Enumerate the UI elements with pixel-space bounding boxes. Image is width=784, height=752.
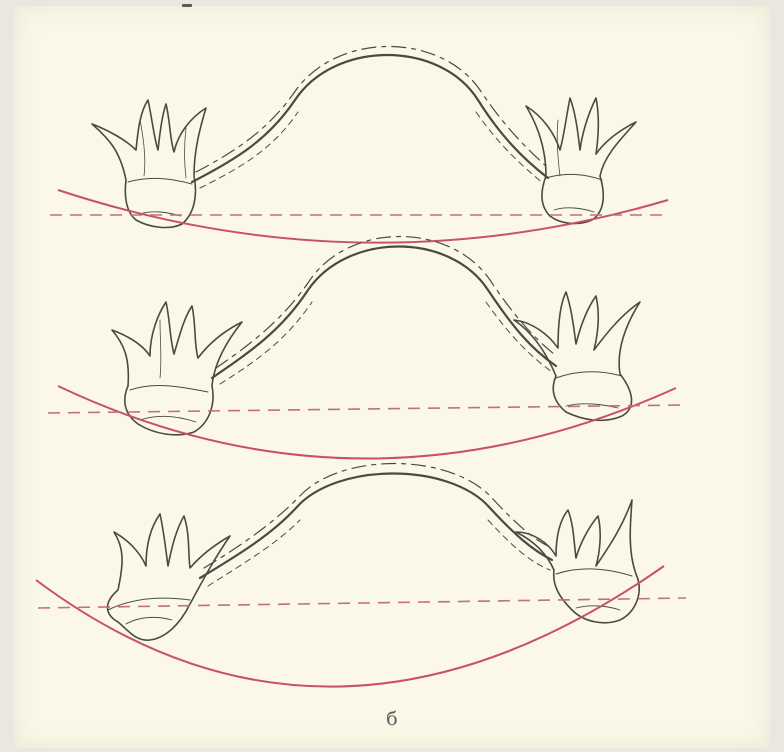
panel-top xyxy=(50,47,670,243)
compensating-curve xyxy=(36,566,664,687)
compensating-curve xyxy=(58,190,668,243)
right-molar xyxy=(526,98,636,223)
figure-caption: б xyxy=(0,708,784,730)
left-molar xyxy=(112,302,242,435)
panel-middle xyxy=(48,237,684,459)
panel-bottom xyxy=(36,464,686,687)
palate-arch xyxy=(200,464,552,587)
left-molar xyxy=(108,514,231,640)
occlusal-plane-line xyxy=(48,405,684,413)
occlusal-plane-line xyxy=(38,598,686,608)
palate-arch xyxy=(212,237,556,385)
compensating-curve xyxy=(58,386,676,459)
right-molar xyxy=(516,500,639,623)
palate-arch xyxy=(192,47,548,189)
left-molar xyxy=(92,100,206,227)
